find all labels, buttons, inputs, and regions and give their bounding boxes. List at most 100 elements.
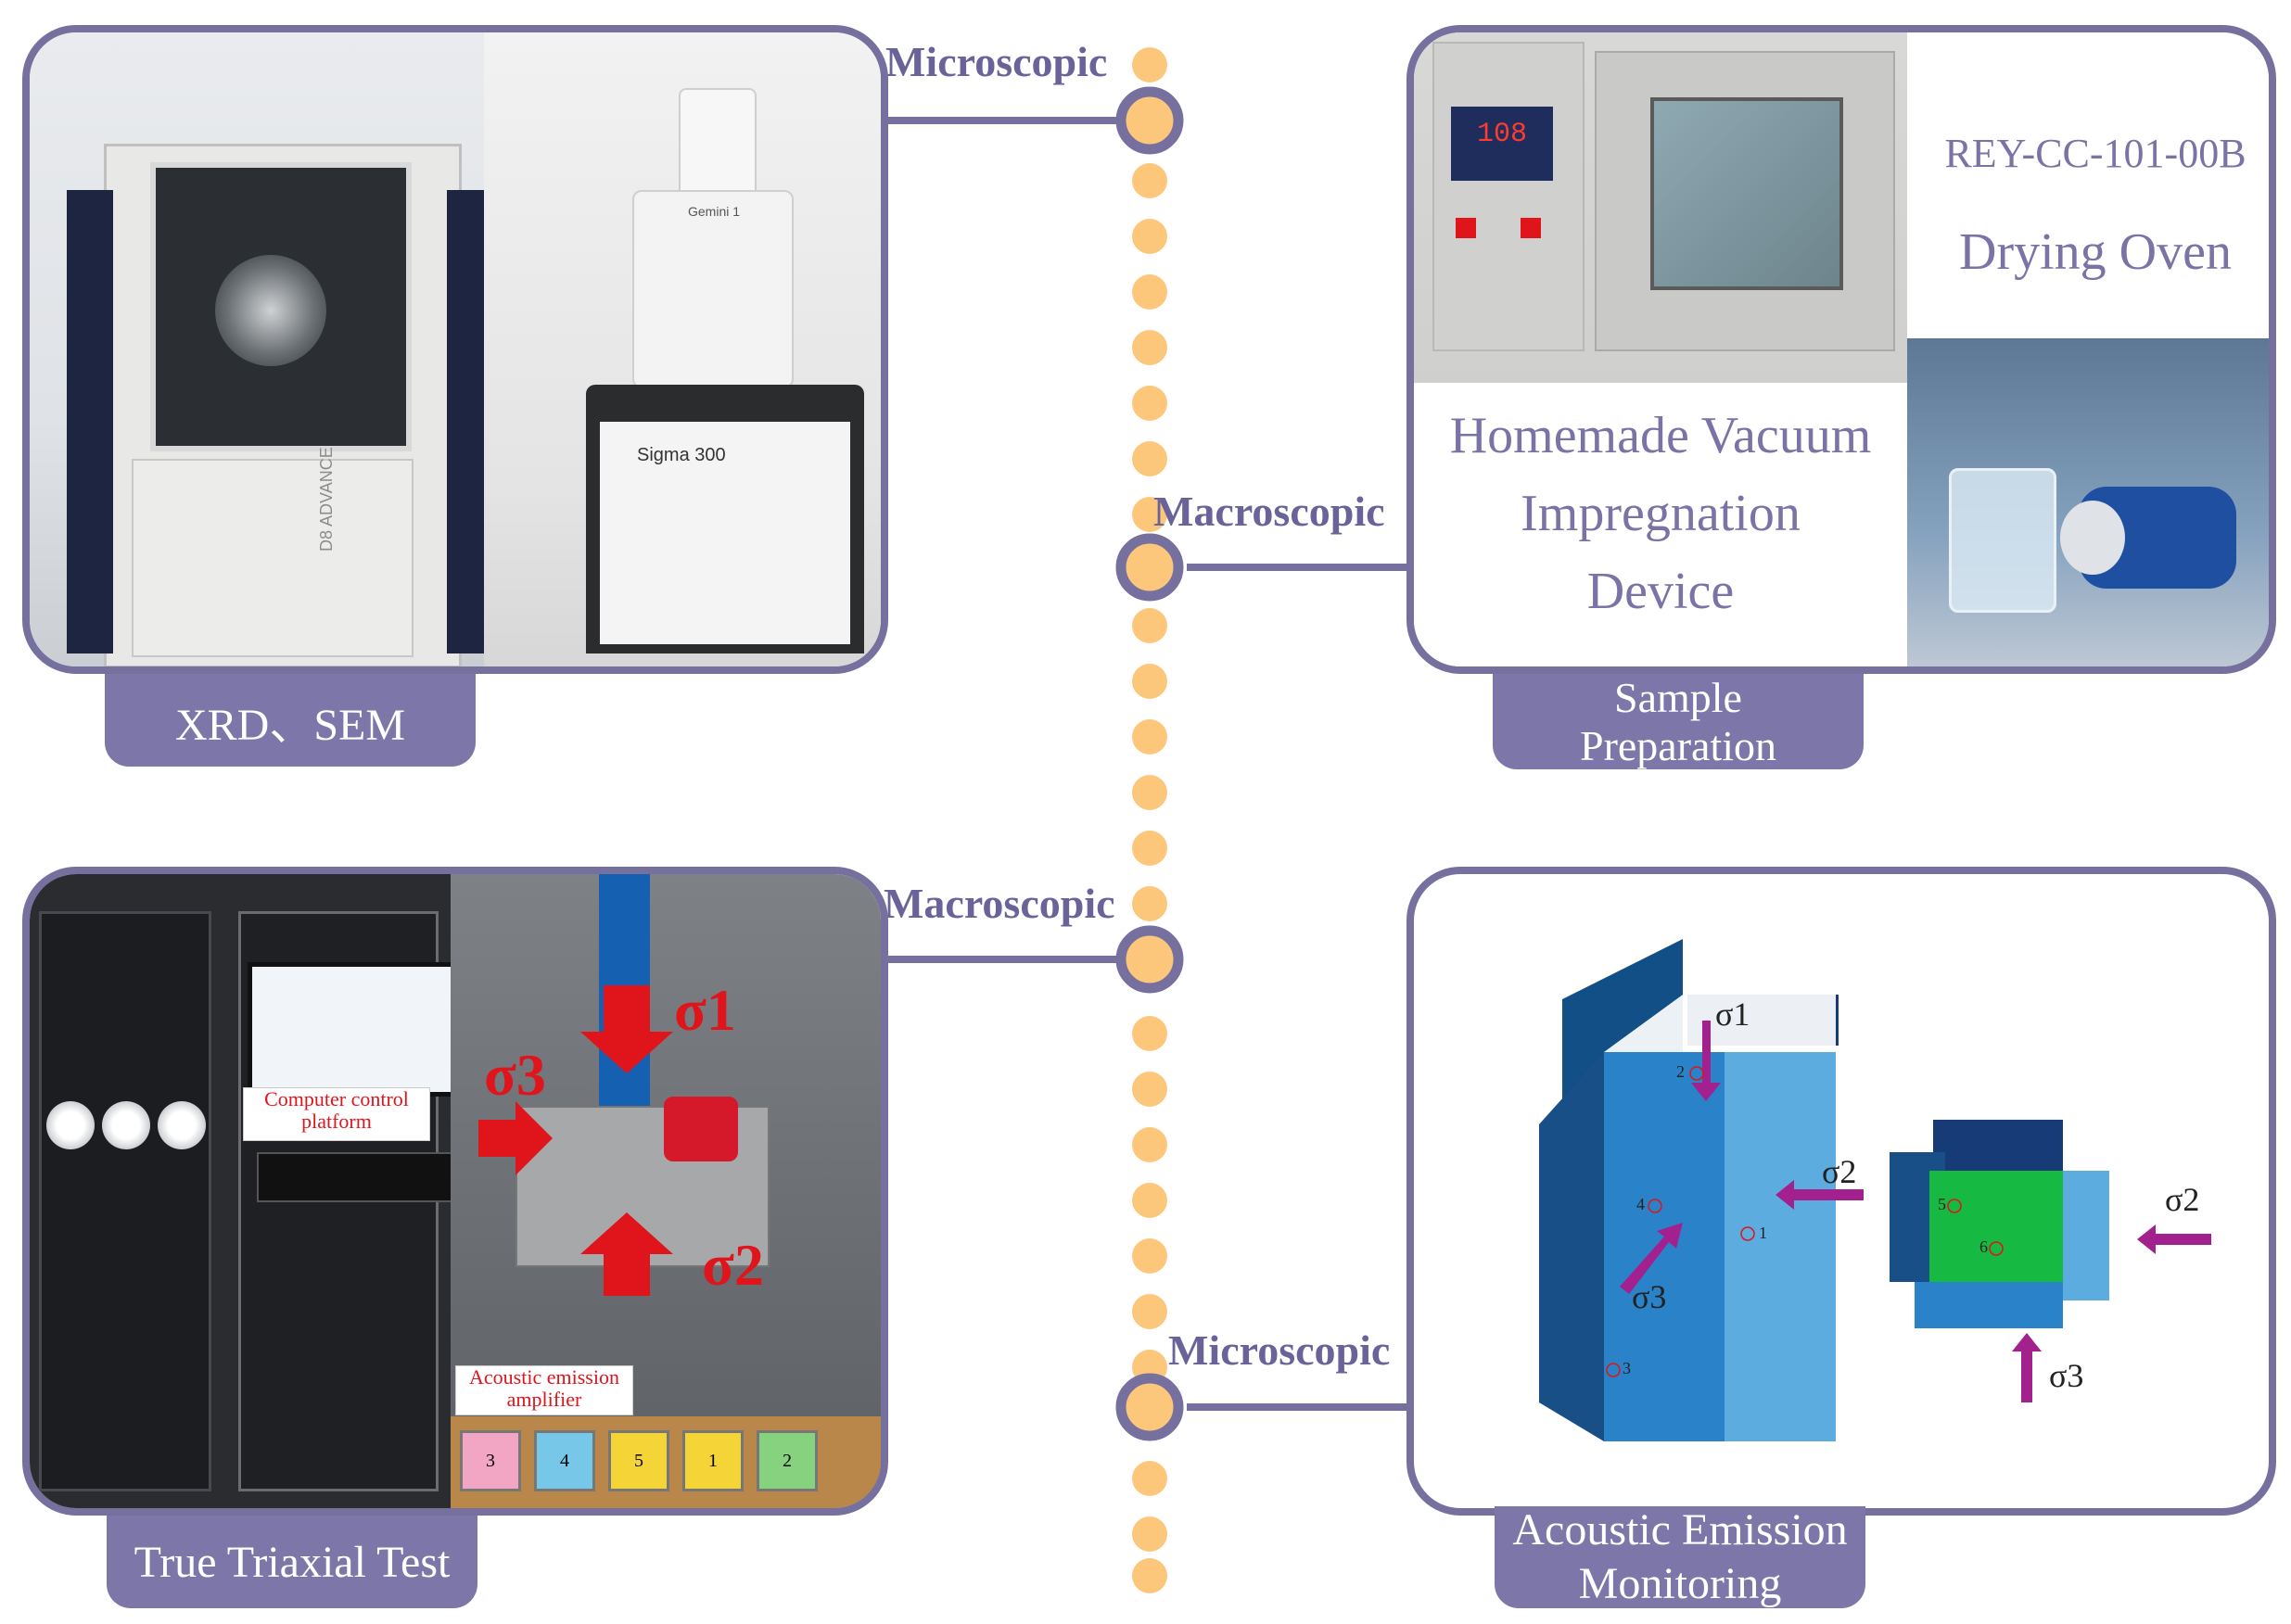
cube-sigma1-label: σ1 [1715,996,1750,1033]
tag-xrd-sem: XRD、SEM [105,674,476,767]
computer-monitor [248,962,461,1097]
sem-column-top [679,88,757,194]
node-bottom-left [1115,925,1184,994]
sensor-5-label: 5 [634,1451,643,1471]
oven-name: Drying Oven [1959,223,2232,281]
side-sigma3-arrow [2012,1333,2042,1402]
vacuum-caption: Homemade Vacuum Impregnation Device [1414,383,1907,666]
side-sigma3-label: σ3 [2049,1357,2084,1394]
side-block-green [1929,1171,2064,1282]
vacuum-line-1: Homemade Vacuum [1449,407,1872,464]
sensor-4-label: 4 [560,1451,569,1471]
cube-sigma3-label: σ3 [1632,1278,1667,1315]
computer-control-label: Computer control platform [243,1087,430,1141]
red-actuator [664,1097,738,1161]
connector-label-macroscopic-bottom: Macroscopic [884,880,1115,927]
sigma3-arrow [478,1101,553,1175]
xrd-side-column-left [67,190,113,653]
xrd-photo: D8 ADVANCE [30,32,484,666]
side-sigma2-arrow [2137,1224,2211,1254]
cube-sigma1-arrow [1691,1021,1721,1101]
sem-column-label: Gemini 1 [688,204,741,219]
cube-sigma3-arrow [1620,1223,1683,1294]
tag-xrd-sem-label: XRD、SEM [174,701,406,750]
panel-acoustic: σ1 σ2 σ3 2 4 1 3 5 6 σ2 σ3 [1406,867,2276,1516]
side-point-6 [1989,1241,2004,1256]
connector-label-macroscopic-top: Macroscopic [1153,488,1385,535]
xrd-model-label: D8 ADVANCE [317,447,336,552]
cube-top-face [1604,995,1836,1052]
cube-sigma2-arrow [1776,1180,1864,1210]
tag-triaxial: True Triaxial Test [107,1516,477,1608]
oven-switch-right [1521,218,1541,238]
side-block-dark [1933,1120,2063,1171]
tag-sample-prep-line-2: Preparation [1579,721,1777,769]
keyboard-tray [257,1152,465,1202]
computer-control-label-line-2: platform [301,1110,372,1133]
triaxial-stress-arrows [478,985,673,1296]
side-sigma2-label: σ2 [2165,1181,2200,1218]
sensor-1: 1 [682,1430,744,1491]
cube-point-3-label: 3 [1623,1359,1631,1377]
panel-sample-prep: 108 REY-CC-101-00B Drying Oven Homemade … [1406,25,2276,674]
cube-point-4 [1648,1199,1662,1213]
vacuum-jar [1949,468,2056,613]
oven-window [1650,97,1843,290]
oven-control-panel [1432,42,1585,351]
cube-point-2 [1689,1066,1704,1081]
xrd-side-column-right [447,190,484,653]
cube-point-1-label: 1 [1759,1224,1767,1242]
cube-point-2-label: 2 [1676,1062,1685,1081]
oven-switch-left [1456,218,1476,238]
sigma3-label: σ3 [484,1042,546,1108]
tag-triaxial-label: True Triaxial Test [134,1537,451,1587]
node-bottom-right [1115,1373,1184,1441]
sensor-5: 5 [608,1430,669,1491]
side-block-right [2063,1171,2109,1300]
panel-triaxial: Computer control platform 3 4 5 1 2 Acou… [22,867,888,1516]
sensor-3: 3 [460,1430,521,1491]
sem-chamber [632,190,794,388]
vacuum-pump-motor [2060,501,2125,575]
acoustic-amplifier-label-line-1: Acoustic emission [469,1365,619,1389]
tag-sample-prep-line-1: Sample [1614,673,1742,721]
xrd-goniometer [215,255,326,366]
ae-cube-diagram [1539,939,2211,1441]
oven-photo: 108 [1414,32,1907,383]
sensor-3-label: 3 [486,1451,495,1471]
side-point-5 [1947,1199,1962,1213]
tag-acoustic: Acoustic Emission Monitoring [1495,1505,1865,1608]
sigma2-label: σ2 [702,1232,764,1298]
vacuum-line-3: Device [1586,563,1735,620]
sigma2-arrow [580,1212,673,1296]
sigma1-arrow [580,985,673,1073]
tag-acoustic-line-1: Acoustic Emission [1512,1505,1848,1554]
sensor-1-label: 1 [708,1451,718,1471]
connector-label-microscopic-bottom: Microscopic [1168,1326,1391,1374]
sem-photo: Gemini 1 Sigma 300 [484,32,881,666]
vacuum-photo [1907,338,2269,666]
oven-display: 108 [1451,107,1553,181]
control-cabinet-photo: Computer control platform [30,874,465,1508]
tag-sample-prep: Sample Preparation [1493,674,1864,769]
side-point-6-label: 6 [1979,1237,1988,1256]
node-top-left [1115,86,1184,155]
sem-base-front [600,422,850,644]
cube-point-4-label: 4 [1636,1195,1645,1213]
sensor-2: 2 [757,1430,818,1491]
cube-left-face [1539,1052,1604,1441]
sensor-2-label: 2 [783,1451,792,1471]
node-top-right [1115,533,1184,602]
panel-xrd-sem: D8 ADVANCE Gemini 1 Sigma 300 [22,25,888,674]
gauge-1 [46,1101,95,1149]
cube-sigma2-label: σ2 [1822,1153,1857,1190]
oven-display-value: 108 [1476,119,1527,150]
connector-label-microscopic-top: Microscopic [885,38,1108,85]
cube-point-1 [1740,1226,1755,1241]
cube-point-3 [1606,1363,1621,1377]
tag-acoustic-line-2: Monitoring [1578,1559,1782,1608]
acoustic-amplifier-label-line-2: amplifier [506,1388,582,1411]
acoustic-amplifier-label: Acoustic emission amplifier [455,1365,633,1415]
sensor-4: 4 [534,1430,595,1491]
